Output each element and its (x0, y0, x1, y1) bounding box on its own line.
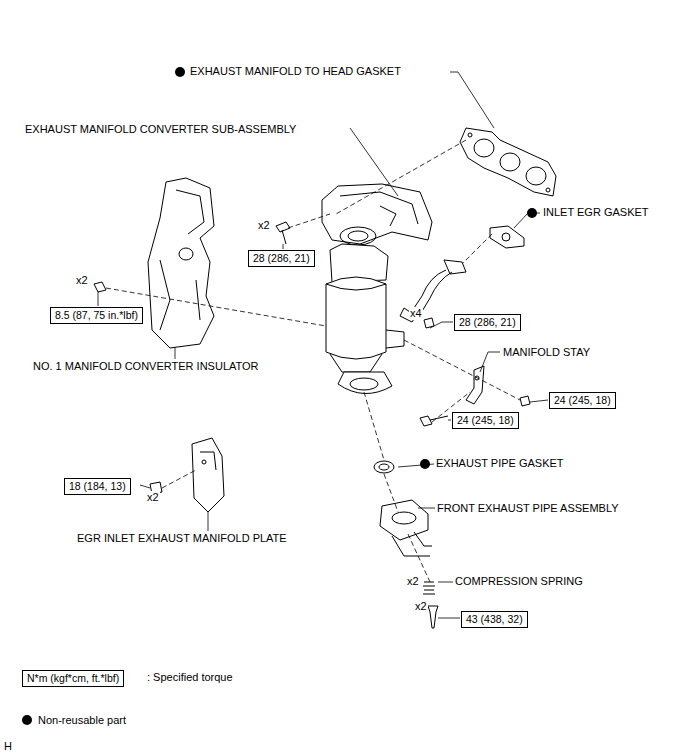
legend-text: Non-reusable part (37, 714, 127, 727)
quantity-mark: x2 (75, 274, 89, 287)
torque-box: 43 (438, 32) (461, 611, 528, 628)
part-name: COMPRESSION SPRING (454, 575, 584, 588)
quantity-mark: x2 (257, 219, 271, 232)
torque-box: 18 (184, 13) (64, 478, 131, 495)
part-name: EXHAUST PIPE GASKET (435, 457, 565, 470)
legend-text: : Specified torque (146, 671, 234, 684)
torque-value: N*m (kgf*cm, ft.*lbf) (27, 672, 119, 684)
quantity-mark: x4 (409, 307, 423, 320)
part-name: MANIFOLD STAY (502, 346, 591, 359)
part-name: EXHAUST MANIFOLD CONVERTER SUB-ASSEMBLY (24, 123, 297, 136)
torque-value: 24 (245, 18) (457, 414, 514, 426)
part-name: EXHAUST MANIFOLD TO HEAD GASKET (189, 65, 402, 78)
torque-value: 18 (184, 13) (69, 480, 126, 492)
torque-value: 28 (286, 21) (459, 316, 516, 328)
torque-value: 43 (438, 32) (466, 613, 523, 625)
torque-box: 24 (245, 18) (452, 412, 519, 429)
quantity-mark: x2 (146, 491, 160, 504)
torque-box: 24 (245, 18) (549, 392, 616, 409)
part-name: FRONT EXHAUST PIPE ASSEMBLY (436, 502, 620, 515)
legend-torque-box: N*m (kgf*cm, ft.*lbf) (22, 670, 124, 687)
torque-value: 24 (245, 18) (554, 394, 611, 406)
part-name: NO. 1 MANIFOLD CONVERTER INSULATOR (32, 360, 260, 373)
quantity-mark: x2 (406, 575, 420, 588)
torque-box: 28 (286, 21) (454, 314, 521, 331)
part-name: INLET EGR GASKET (542, 206, 650, 219)
torque-box: 8.5 (87, 75 in.*lbf) (50, 307, 143, 324)
figure-code: H (3, 740, 13, 753)
torque-value: 28 (286, 21) (253, 252, 310, 264)
torque-box: 28 (286, 21) (248, 250, 315, 267)
part-name: EGR INLET EXHAUST MANIFOLD PLATE (76, 532, 288, 545)
torque-value: 8.5 (87, 75 in.*lbf) (55, 309, 138, 321)
quantity-mark: x2 (414, 600, 428, 613)
